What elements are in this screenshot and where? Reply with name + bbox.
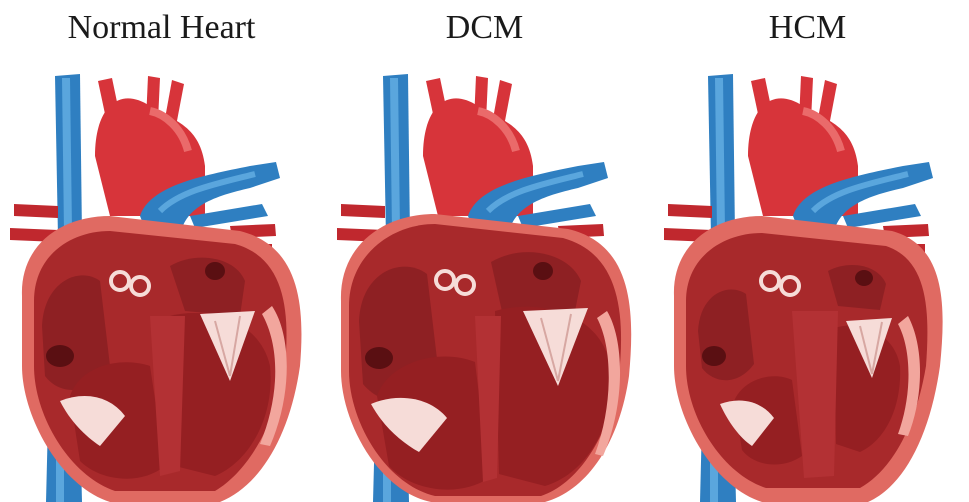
pulmonary-vein-left: [14, 204, 58, 218]
dcm-heart-illustration: [323, 66, 646, 502]
normal-heart-illustration: [0, 66, 323, 502]
panel-normal-heart: Normal Heart: [0, 0, 323, 502]
panel-dcm-heart: DCM: [323, 0, 646, 502]
panel-hcm-heart: HCM: [646, 0, 969, 502]
panel-title-normal: Normal Heart: [0, 8, 323, 48]
hcm-heart-illustration: [646, 66, 969, 502]
panel-title-hcm: HCM: [646, 8, 969, 48]
panel-title-dcm: DCM: [323, 8, 646, 48]
